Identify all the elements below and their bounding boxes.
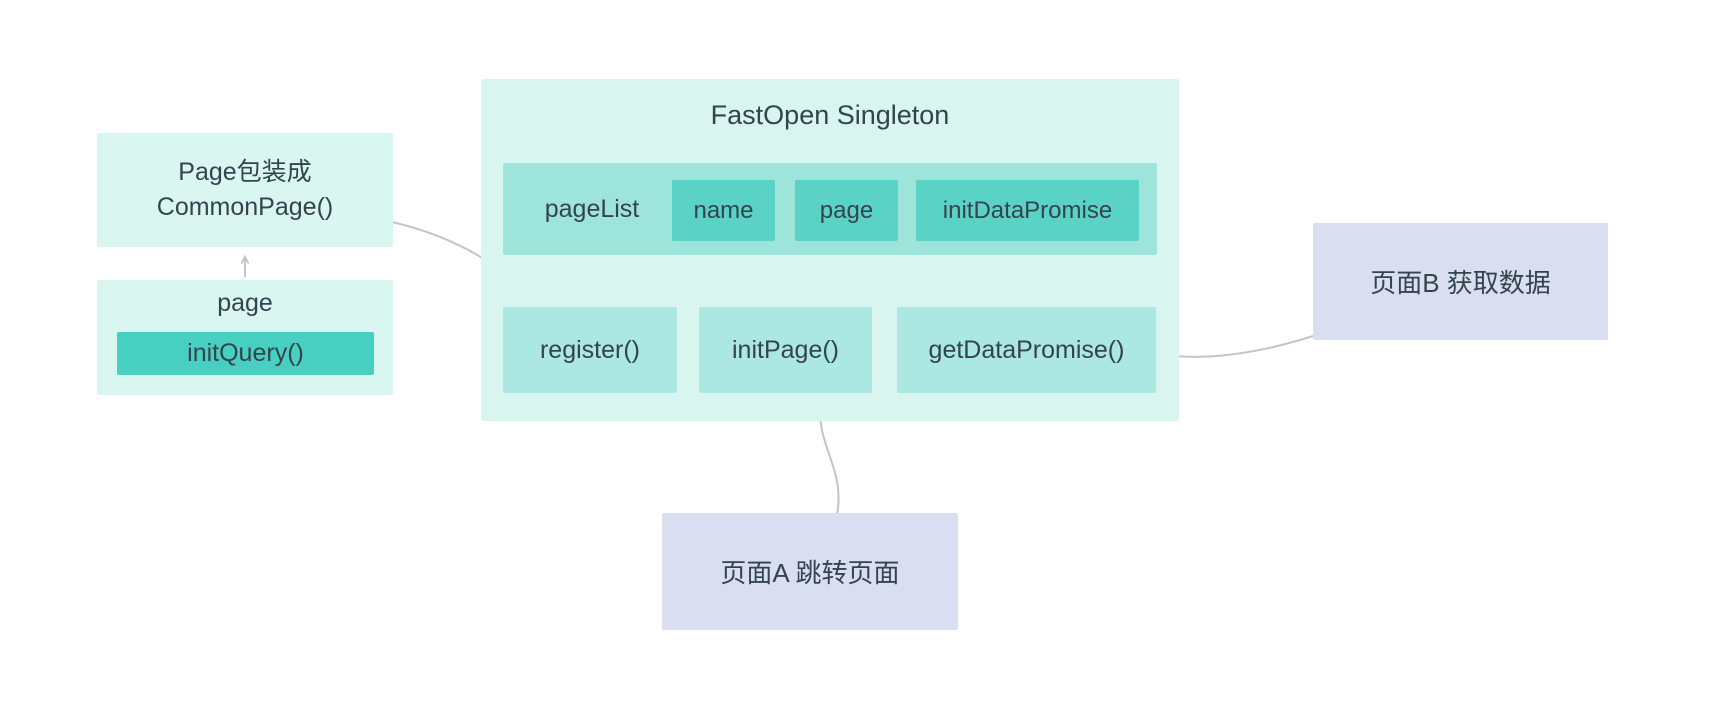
box-pagelist: pageList name page initDataPromise — [503, 163, 1157, 255]
box-init-query: initQuery() — [117, 332, 374, 375]
box-page-b: 页面B 获取数据 — [1313, 223, 1608, 340]
singleton-title: FastOpen Singleton — [710, 100, 950, 130]
common-page-line2: CommonPage() — [156, 193, 334, 221]
box-common-page: Page包装成 CommonPage() — [97, 133, 393, 247]
field-name: name — [672, 180, 775, 241]
box-register: register() — [503, 307, 677, 393]
box-page-a: 页面A 跳转页面 — [662, 513, 958, 630]
arrow-pageb-to-getdatapromise — [1163, 335, 1314, 361]
pagelist-label: pageList — [544, 194, 640, 223]
field-page: page — [795, 180, 898, 241]
field-init-data-promise: initDataPromise — [916, 180, 1139, 241]
box-page: page initQuery() — [97, 280, 393, 395]
page-box-label: page — [217, 289, 273, 317]
box-get-data-promise: getDataPromise() — [897, 307, 1156, 393]
box-fastopen-singleton: FastOpen Singleton pageList name page in… — [481, 79, 1179, 421]
box-init-page: initPage() — [699, 307, 872, 393]
common-page-line1: Page包装成 — [178, 158, 312, 186]
